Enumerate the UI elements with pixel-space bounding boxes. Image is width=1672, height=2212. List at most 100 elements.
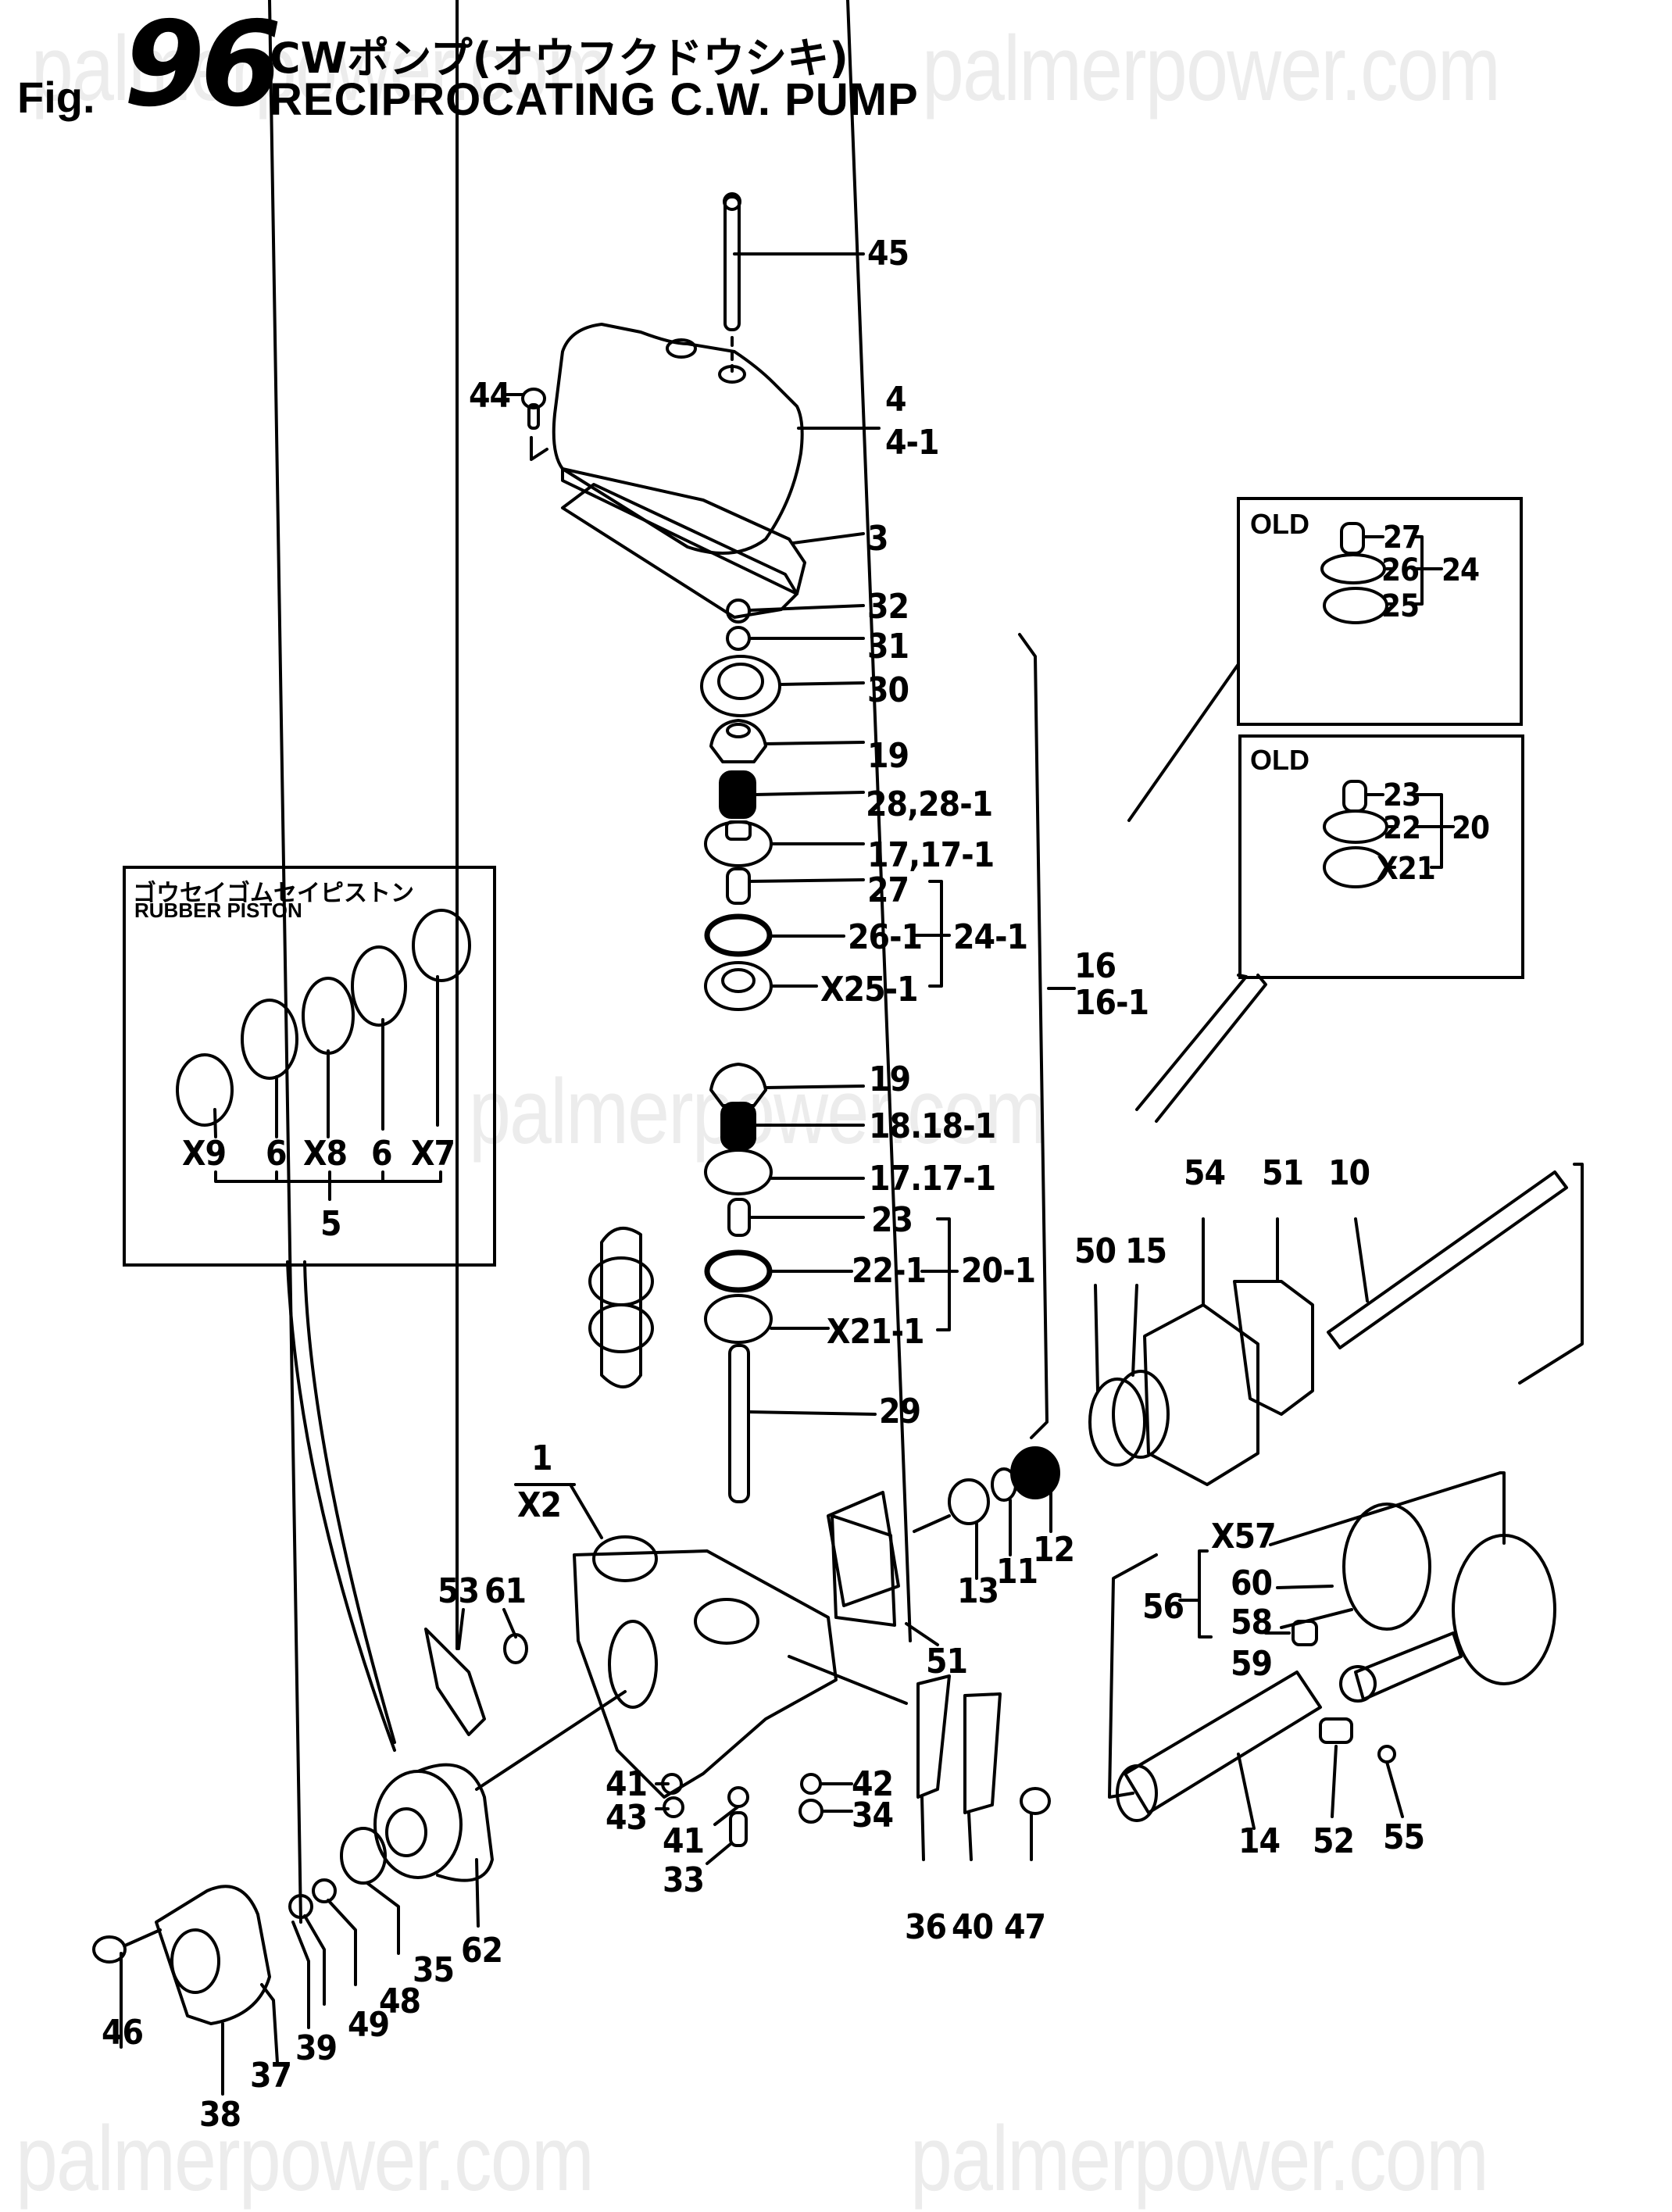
callout-27: 27 [867, 870, 909, 910]
callout-10: 10 [1328, 1153, 1370, 1193]
plug-34-shape [798, 1799, 823, 1824]
gasket-36-shape [916, 1674, 951, 1799]
washer-41b-shape [727, 1786, 749, 1808]
shaft-10-shape [1327, 1170, 1568, 1349]
figure-prefix: Fig. [17, 73, 95, 122]
pin-52-shape [1319, 1717, 1353, 1744]
washer-61-shape [503, 1633, 528, 1664]
valve-plate-21-1-shape [704, 1294, 773, 1344]
nut-31-shape [726, 626, 751, 651]
gasket-3-shape [561, 467, 865, 619]
spring-28-shape [719, 770, 865, 819]
callout-38: 38 [199, 2095, 241, 2135]
old-lower-parts-shape [1323, 780, 1455, 888]
rubber-piston-inset [123, 866, 496, 1267]
callout-6a: 6 [266, 1134, 288, 1174]
bolt-45-shape [723, 192, 865, 331]
seal-15-shape [1112, 1370, 1170, 1459]
callout-old-23: 23 [1383, 777, 1421, 813]
callout-32: 32 [867, 587, 909, 627]
callout-41-left: 41 [606, 1764, 648, 1804]
clip-55-shape [1377, 1745, 1396, 1764]
old-upper-parts-shape [1320, 522, 1443, 624]
old-valve-inset-upper [1237, 497, 1523, 726]
callout-42: 42 [852, 1764, 894, 1804]
callout-62: 62 [461, 1931, 503, 1971]
nut-32-shape [726, 599, 751, 624]
washer-42-shape [800, 1773, 822, 1795]
figure-title-jp: CWポンプ(オウフクドウシキ) [270, 34, 849, 83]
ring-26-1-shape [704, 913, 773, 957]
callout-5: 5 [320, 1204, 342, 1244]
piston-assembly-shape [588, 1227, 654, 1388]
bushing-13-shape [948, 1478, 990, 1525]
plate-40-shape [963, 1692, 1002, 1814]
callout-30: 30 [867, 670, 909, 710]
gasket-51a-shape [1233, 1280, 1314, 1416]
callout-33: 33 [663, 1860, 705, 1900]
callout-18: 18.18-1 [869, 1106, 996, 1146]
cover-4-shape [552, 323, 881, 555]
rubber-piston-parts-shape [176, 909, 471, 1201]
callout-15: 15 [1125, 1231, 1167, 1271]
ring-22-1-shape [704, 1249, 773, 1293]
valve-23-shape [727, 1198, 751, 1237]
pin-39-shape [268, 0, 302, 1924]
seal-12-shape [1010, 1446, 1060, 1499]
callout-16-1: 16-1 [1074, 983, 1149, 1023]
crosshead-14-shape [1124, 1671, 1322, 1814]
drain-valve-53-shape [424, 0, 486, 1736]
watermark-middle: palmerpower.com [469, 1060, 1048, 1163]
pump-body-shape [573, 0, 912, 1799]
callout-x57: X57 [1211, 1517, 1277, 1556]
callout-61: 61 [484, 1571, 527, 1611]
old-upper-title: OLD [1250, 508, 1309, 540]
bearing-57-shape [1342, 1503, 1431, 1631]
callout-58: 58 [1231, 1603, 1273, 1642]
callout-3: 3 [867, 519, 889, 559]
bolt-47-shape [1020, 1787, 1051, 1815]
callout-39: 39 [295, 2028, 338, 2068]
valve-27-shape [726, 867, 865, 905]
figure-number: 96 [123, 0, 282, 133]
callout-old-24: 24 [1442, 552, 1480, 588]
callout-36: 36 [905, 1907, 947, 1947]
callout-x21-1: X21-1 [827, 1312, 925, 1352]
spring-18-shape [720, 1102, 756, 1150]
guide-19a-shape [709, 719, 865, 763]
callout-52: 52 [1313, 1821, 1355, 1861]
callout-old-27: 27 [1383, 520, 1421, 556]
callout-23: 23 [871, 1200, 913, 1240]
old-lower-title: OLD [1250, 744, 1309, 776]
callout-29: 29 [879, 1392, 921, 1431]
callout-17-lower: 17.17-1 [869, 1159, 996, 1199]
callout-11: 11 [996, 1552, 1038, 1592]
valve-seat-17b-shape [704, 1149, 773, 1195]
callout-13: 13 [957, 1571, 999, 1611]
callout-x2: X2 [517, 1485, 562, 1525]
callout-old-x21: X21 [1377, 851, 1436, 887]
callout-19-upper: 19 [867, 736, 909, 776]
callout-54: 54 [1184, 1153, 1226, 1193]
callout-48: 48 [379, 1982, 421, 2021]
end-cover-37-shape [155, 1885, 271, 2025]
connecting-rod-58-shape [1452, 1534, 1556, 1685]
nut-48-shape [312, 1878, 337, 1903]
callout-53: 53 [438, 1571, 480, 1611]
callout-19-lower: 19 [869, 1060, 911, 1099]
watermark-bottom-left: palmerpower.com [16, 2107, 595, 2210]
callout-26-1: 26-1 [848, 917, 923, 957]
callout-31: 31 [867, 627, 909, 666]
callout-51-upper: 51 [1262, 1153, 1304, 1193]
callout-4-1: 4-1 [885, 423, 940, 463]
callout-1: 1 [531, 1438, 553, 1478]
callout-4: 4 [885, 380, 907, 420]
callout-x8: X8 [303, 1134, 348, 1174]
pulley-62-shape [373, 1763, 494, 1882]
callout-old-25: 25 [1381, 588, 1420, 624]
callout-34: 34 [852, 1796, 894, 1835]
watermark-top: palmerpower.com [922, 17, 1501, 120]
callout-24-1: 24-1 [953, 917, 1028, 957]
guide-19b-shape [709, 1063, 865, 1107]
